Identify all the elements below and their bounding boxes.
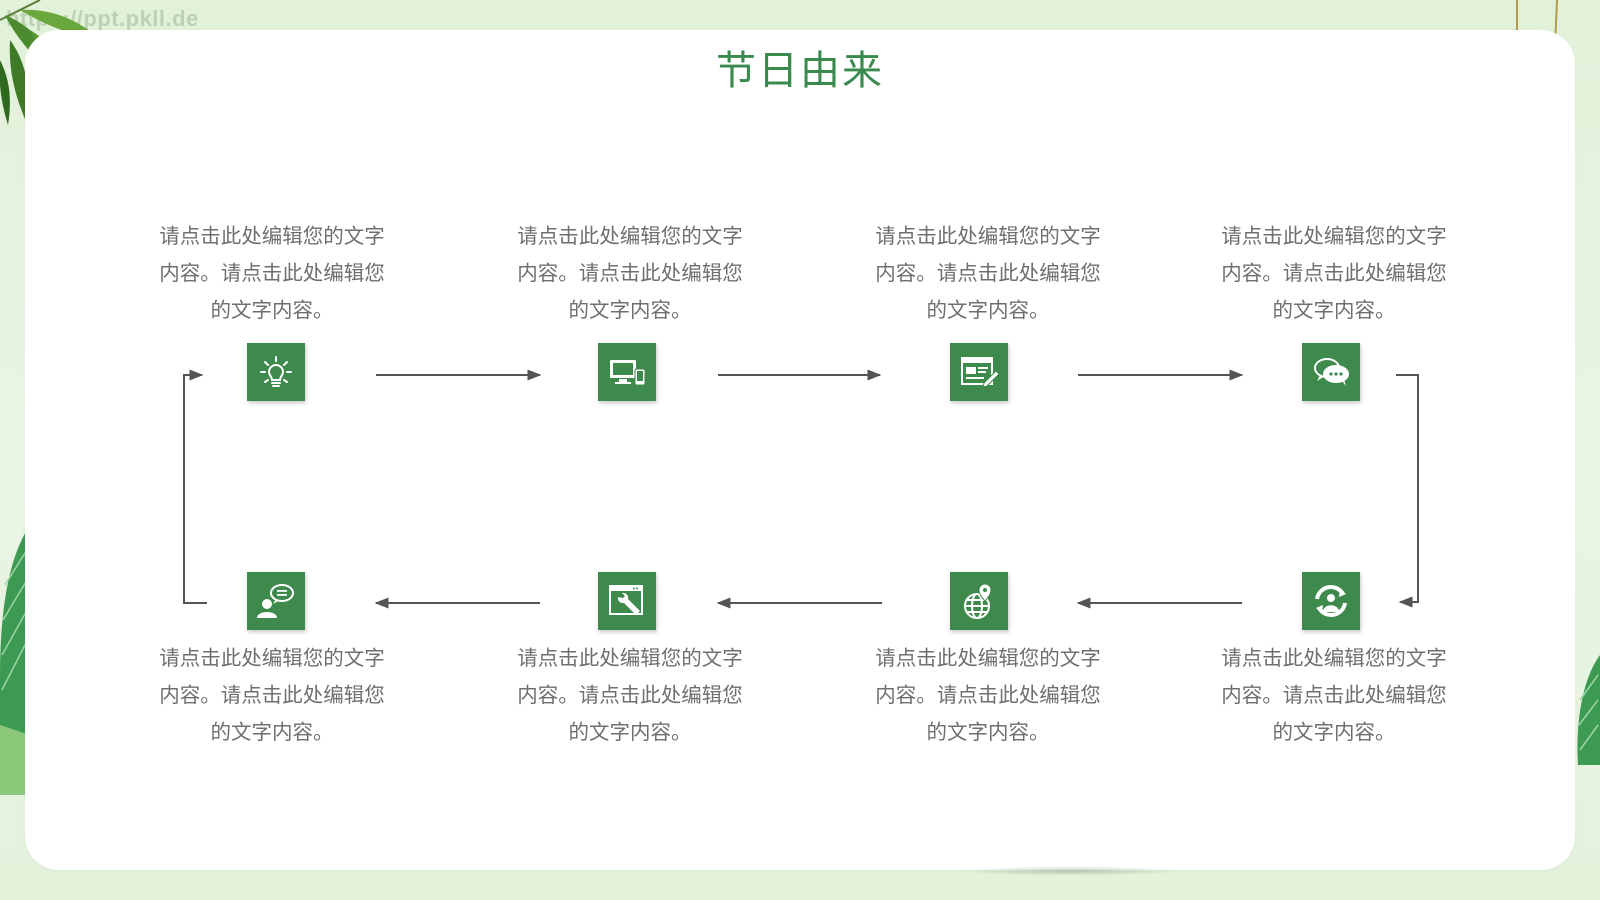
step-text-line: 请点击此处编辑您的文字	[159, 224, 385, 248]
card-shadow	[960, 866, 1180, 876]
globe-pin-icon	[964, 583, 992, 619]
step-text-line: 请点击此处编辑您的文字	[1221, 224, 1447, 248]
step-1-text[interactable]: 请点击此处编辑您的文字 内容。请点击此处编辑您 的文字内容。	[142, 218, 402, 329]
step-8-text[interactable]: 请点击此处编辑您的文字 内容。请点击此处编辑您 的文字内容。	[1204, 640, 1464, 751]
user-cycle-icon	[1315, 584, 1347, 618]
step-text-line: 的文字内容。	[568, 298, 692, 322]
web-tools-icon	[609, 585, 643, 615]
step-2-icon-box[interactable]	[598, 343, 656, 401]
step-text-line: 内容。请点击此处编辑您	[159, 261, 385, 285]
step-text-line: 请点击此处编辑您的文字	[159, 646, 385, 670]
step-text-line: 内容。请点击此处编辑您	[875, 683, 1101, 707]
slide-card	[25, 30, 1575, 870]
step-text-line: 内容。请点击此处编辑您	[875, 261, 1101, 285]
step-text-line: 的文字内容。	[926, 298, 1050, 322]
page-title: 节日由来	[716, 48, 884, 94]
step-text-line: 的文字内容。	[210, 720, 334, 744]
user-chat-icon	[257, 584, 294, 618]
step-text-line: 内容。请点击此处编辑您	[517, 261, 743, 285]
step-text-line: 内容。请点击此处编辑您	[159, 683, 385, 707]
step-4-text[interactable]: 请点击此处编辑您的文字 内容。请点击此处编辑您 的文字内容。	[1204, 218, 1464, 329]
step-3-text[interactable]: 请点击此处编辑您的文字 内容。请点击此处编辑您 的文字内容。	[858, 218, 1118, 329]
lightbulb-icon	[260, 356, 292, 387]
step-3-icon-box[interactable]	[950, 343, 1008, 401]
step-text-line: 的文字内容。	[210, 298, 334, 322]
step-1-icon-box[interactable]	[247, 343, 305, 401]
step-text-line: 的文字内容。	[1272, 298, 1396, 322]
step-text-line: 请点击此处编辑您的文字	[875, 646, 1101, 670]
step-text-line: 请点击此处编辑您的文字	[517, 646, 743, 670]
step-6-icon-box[interactable]	[598, 572, 656, 630]
chat-icon	[1314, 358, 1349, 386]
step-2-text[interactable]: 请点击此处编辑您的文字 内容。请点击此处编辑您 的文字内容。	[500, 218, 760, 329]
step-text-line: 的文字内容。	[1272, 720, 1396, 744]
step-4-icon-box[interactable]	[1302, 343, 1360, 401]
step-6-text[interactable]: 请点击此处编辑您的文字 内容。请点击此处编辑您 的文字内容。	[500, 640, 760, 751]
palm-leaf-icon	[1577, 655, 1600, 765]
step-8-icon-box[interactable]	[1302, 572, 1360, 630]
step-5-text[interactable]: 请点击此处编辑您的文字 内容。请点击此处编辑您 的文字内容。	[142, 640, 402, 751]
palm-leaf-icon	[0, 525, 30, 795]
step-text-line: 请点击此处编辑您的文字	[875, 224, 1101, 248]
step-7-text[interactable]: 请点击此处编辑您的文字 内容。请点击此处编辑您 的文字内容。	[858, 640, 1118, 751]
step-text-line: 请点击此处编辑您的文字	[1221, 646, 1447, 670]
devices-icon	[610, 360, 646, 386]
step-text-line: 内容。请点击此处编辑您	[1221, 261, 1447, 285]
step-text-line: 请点击此处编辑您的文字	[517, 224, 743, 248]
step-5-icon-box[interactable]	[247, 572, 305, 630]
step-text-line: 内容。请点击此处编辑您	[517, 683, 743, 707]
step-7-icon-box[interactable]	[950, 572, 1008, 630]
step-text-line: 的文字内容。	[926, 720, 1050, 744]
step-text-line: 的文字内容。	[568, 720, 692, 744]
web-edit-icon	[961, 357, 1000, 388]
step-text-line: 内容。请点击此处编辑您	[1221, 683, 1447, 707]
